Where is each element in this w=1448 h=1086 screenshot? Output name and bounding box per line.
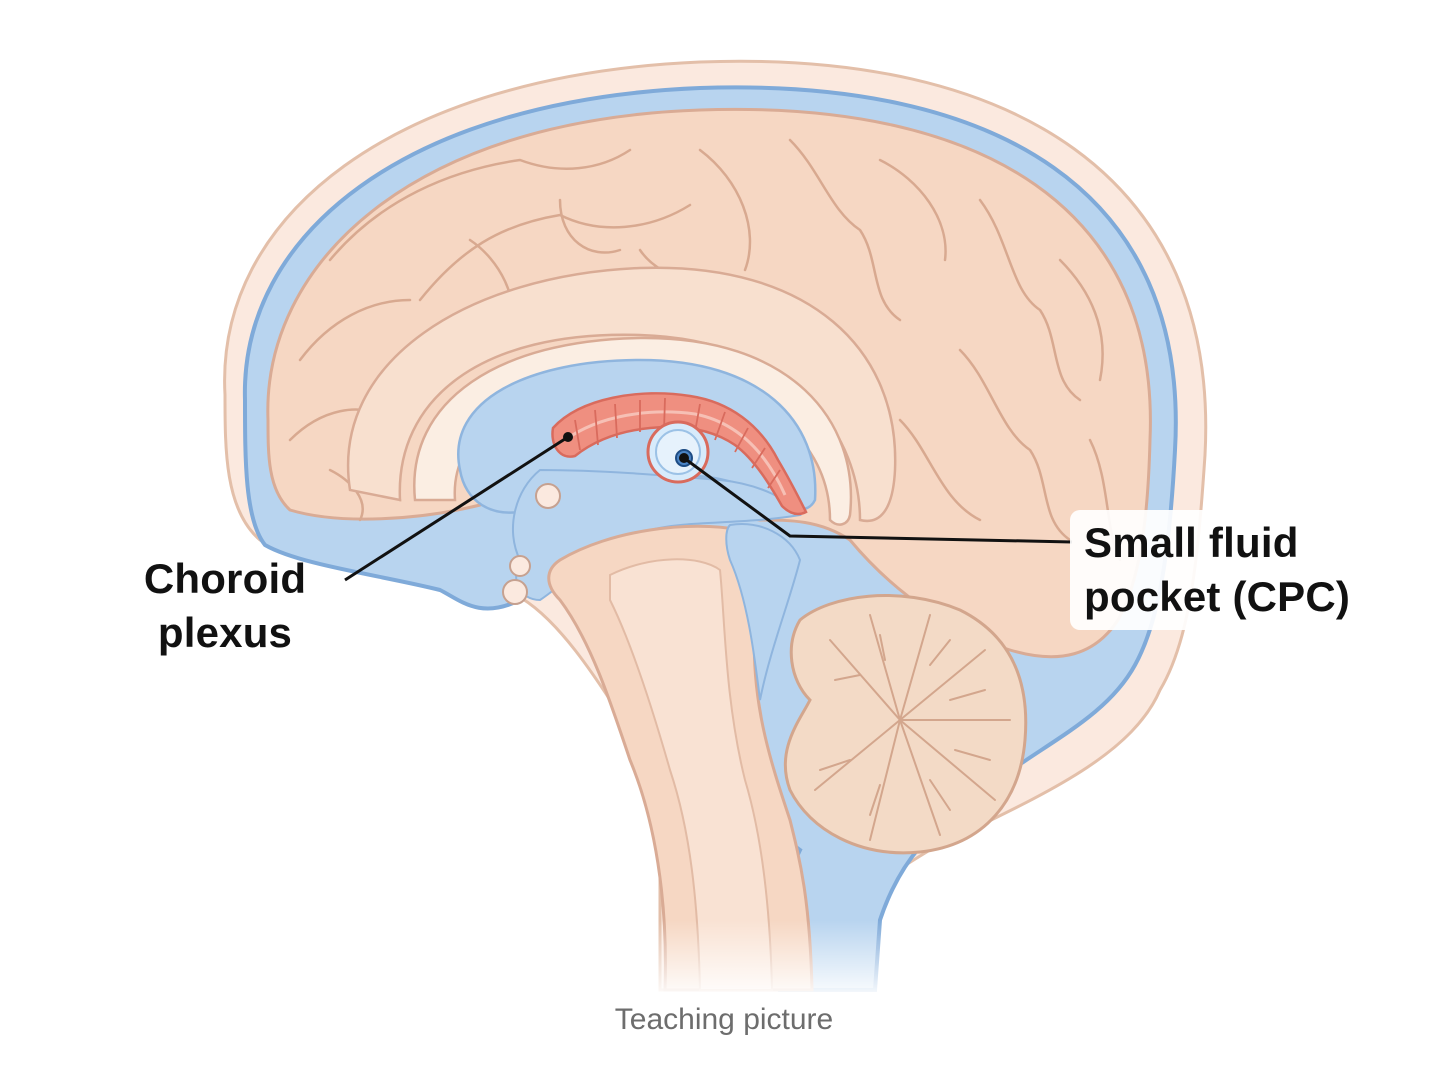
choroid-leader-dot [563, 432, 573, 442]
fluid-blobs [502, 483, 561, 605]
figure-caption: Teaching picture [614, 1003, 834, 1036]
cpc-leader-dot [679, 453, 689, 463]
fluid-pocket-label: Small fluid pocket (CPC) [1070, 510, 1370, 630]
fluid-pocket-icon [646, 420, 710, 484]
fluid-pocket-label-line2: pocket (CPC) [1084, 573, 1351, 620]
choroid-plexus-label-line1: Choroid [143, 555, 307, 602]
choroid-leader-line [344, 435, 569, 582]
choroid-plexus-label-line2: plexus [157, 609, 293, 656]
brainstem-inner [609, 558, 774, 991]
choroid-plexus-label: Choroid plexus [100, 552, 350, 660]
cpc-leader-line [683, 456, 1073, 544]
fourth-ventricle [725, 523, 802, 701]
spinal-cord-icon [600, 920, 900, 1000]
cingulate-gyrus [347, 266, 897, 523]
fluid-pocket-label-line1: Small fluid [1084, 519, 1299, 566]
cerebellum-icon [783, 594, 1028, 855]
